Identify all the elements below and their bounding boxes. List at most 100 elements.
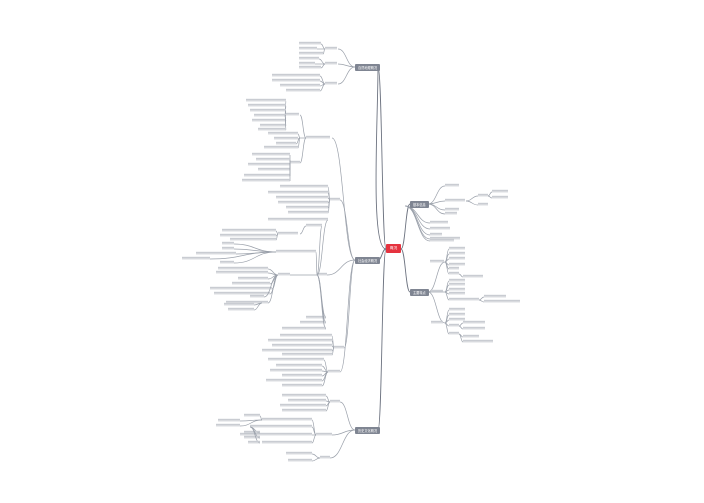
- leaf-text-28: [484, 299, 520, 302]
- leaf-text-9: [430, 226, 450, 229]
- leaf-text-99: [232, 281, 270, 284]
- leaf-text-122: [280, 403, 326, 406]
- leaf-text-67: [256, 157, 290, 160]
- connector-line: [377, 66, 387, 250]
- leaf-text-27: [484, 294, 506, 297]
- connector-line: [377, 248, 387, 431]
- leaf-text-3: [445, 211, 457, 214]
- leaf-text-73: [280, 184, 328, 187]
- leaf-text-0: [445, 183, 459, 186]
- leaf-text-129: [244, 413, 260, 416]
- connector-line: [322, 48, 326, 55]
- leaf-text-92: [196, 251, 236, 254]
- leaf-text-115: [270, 368, 322, 371]
- leaf-text-37: [463, 334, 479, 337]
- connector-line: [249, 426, 261, 444]
- leaf-text-131: [216, 423, 240, 426]
- leaf-text-112: [328, 369, 340, 372]
- leaf-text-62: [268, 131, 298, 134]
- connector-line: [233, 248, 277, 253]
- leaf-text-45: [299, 56, 319, 59]
- branch-top-right[interactable]: 基本信息: [410, 201, 429, 208]
- connector-line: [318, 58, 326, 65]
- connector-line: [444, 258, 450, 263]
- leaf-text-137: [288, 458, 312, 461]
- connector-line: [263, 274, 279, 298]
- leaf-text-68: [248, 162, 290, 165]
- leaf-text-66: [252, 152, 290, 155]
- connector-line: [267, 274, 279, 304]
- branch-bottom-left[interactable]: 历史文化概况: [355, 427, 381, 434]
- leaf-text-41: [325, 81, 337, 84]
- leaf-text-12: [430, 238, 454, 241]
- branch-middle-left[interactable]: 社会经济概况: [355, 257, 381, 264]
- connector-line: [315, 251, 318, 276]
- leaf-text-70: [244, 173, 290, 176]
- connector-line: [427, 261, 446, 293]
- leaf-text-25: [449, 291, 465, 294]
- leaf-text-46: [299, 61, 315, 64]
- connector-line: [209, 251, 277, 260]
- leaf-text-63: [274, 136, 298, 139]
- leaf-text-36: [463, 326, 485, 329]
- leaf-text-96: [218, 266, 268, 269]
- connector-line: [427, 200, 446, 205]
- leaf-text-15: [449, 251, 465, 254]
- connector-line: [316, 219, 329, 276]
- connector-line: [458, 322, 464, 327]
- leaf-text-18: [449, 266, 459, 269]
- leaf-text-32: [449, 317, 465, 320]
- connector-line: [478, 296, 485, 301]
- connector-line: [326, 259, 356, 276]
- leaf-text-26: [449, 297, 479, 300]
- leaf-text-57: [250, 108, 286, 111]
- leaf-text-43: [299, 46, 317, 49]
- leaf-text-58: [254, 113, 286, 116]
- connector-line: [444, 261, 450, 275]
- leaf-text-6: [492, 189, 508, 192]
- leaf-text-105: [228, 307, 254, 310]
- leaf-text-120: [282, 393, 326, 396]
- connector-line: [319, 80, 326, 85]
- leaf-text-24: [449, 287, 465, 290]
- leaf-text-35: [463, 320, 485, 323]
- leaf-text-136: [286, 451, 312, 454]
- connector-line: [297, 133, 301, 139]
- connector-line: [444, 319, 450, 324]
- leaf-text-14: [449, 246, 465, 249]
- leaf-text-116: [282, 373, 322, 376]
- connector-line: [275, 230, 279, 235]
- connector-line: [458, 273, 464, 278]
- branch-top-left[interactable]: 自然地理概况: [355, 64, 381, 71]
- branch-bottom-right[interactable]: 主要特点: [410, 289, 429, 296]
- connector-line: [329, 429, 356, 459]
- connector-line: [284, 114, 287, 131]
- connector-line: [259, 415, 263, 421]
- leaf-text-118: [282, 383, 322, 386]
- leaf-text-52: [306, 135, 330, 138]
- leaf-text-88: [220, 233, 276, 236]
- connector-line: [239, 419, 263, 427]
- leaf-text-106: [334, 345, 344, 348]
- leaf-text-91: [222, 246, 234, 249]
- connector-line: [337, 48, 356, 68]
- leaf-text-90: [222, 241, 234, 244]
- leaf-text-74: [268, 190, 328, 193]
- connector-line: [316, 225, 323, 276]
- leaf-text-8: [430, 220, 448, 223]
- leaf-text-85: [282, 326, 326, 329]
- leaf-text-82: [276, 249, 316, 252]
- leaf-text-22: [449, 278, 465, 281]
- leaf-text-132: [244, 430, 260, 433]
- leaf-text-23: [449, 282, 465, 285]
- leaf-text-107: [280, 333, 332, 336]
- leaf-text-20: [463, 274, 483, 277]
- leaf-text-44: [299, 51, 323, 54]
- leaf-text-38: [463, 339, 493, 342]
- connector-line: [404, 205, 431, 242]
- leaf-text-121: [288, 398, 326, 401]
- connector-line: [331, 347, 335, 356]
- root-node[interactable]: 概况: [386, 244, 402, 253]
- connector-line: [297, 137, 301, 149]
